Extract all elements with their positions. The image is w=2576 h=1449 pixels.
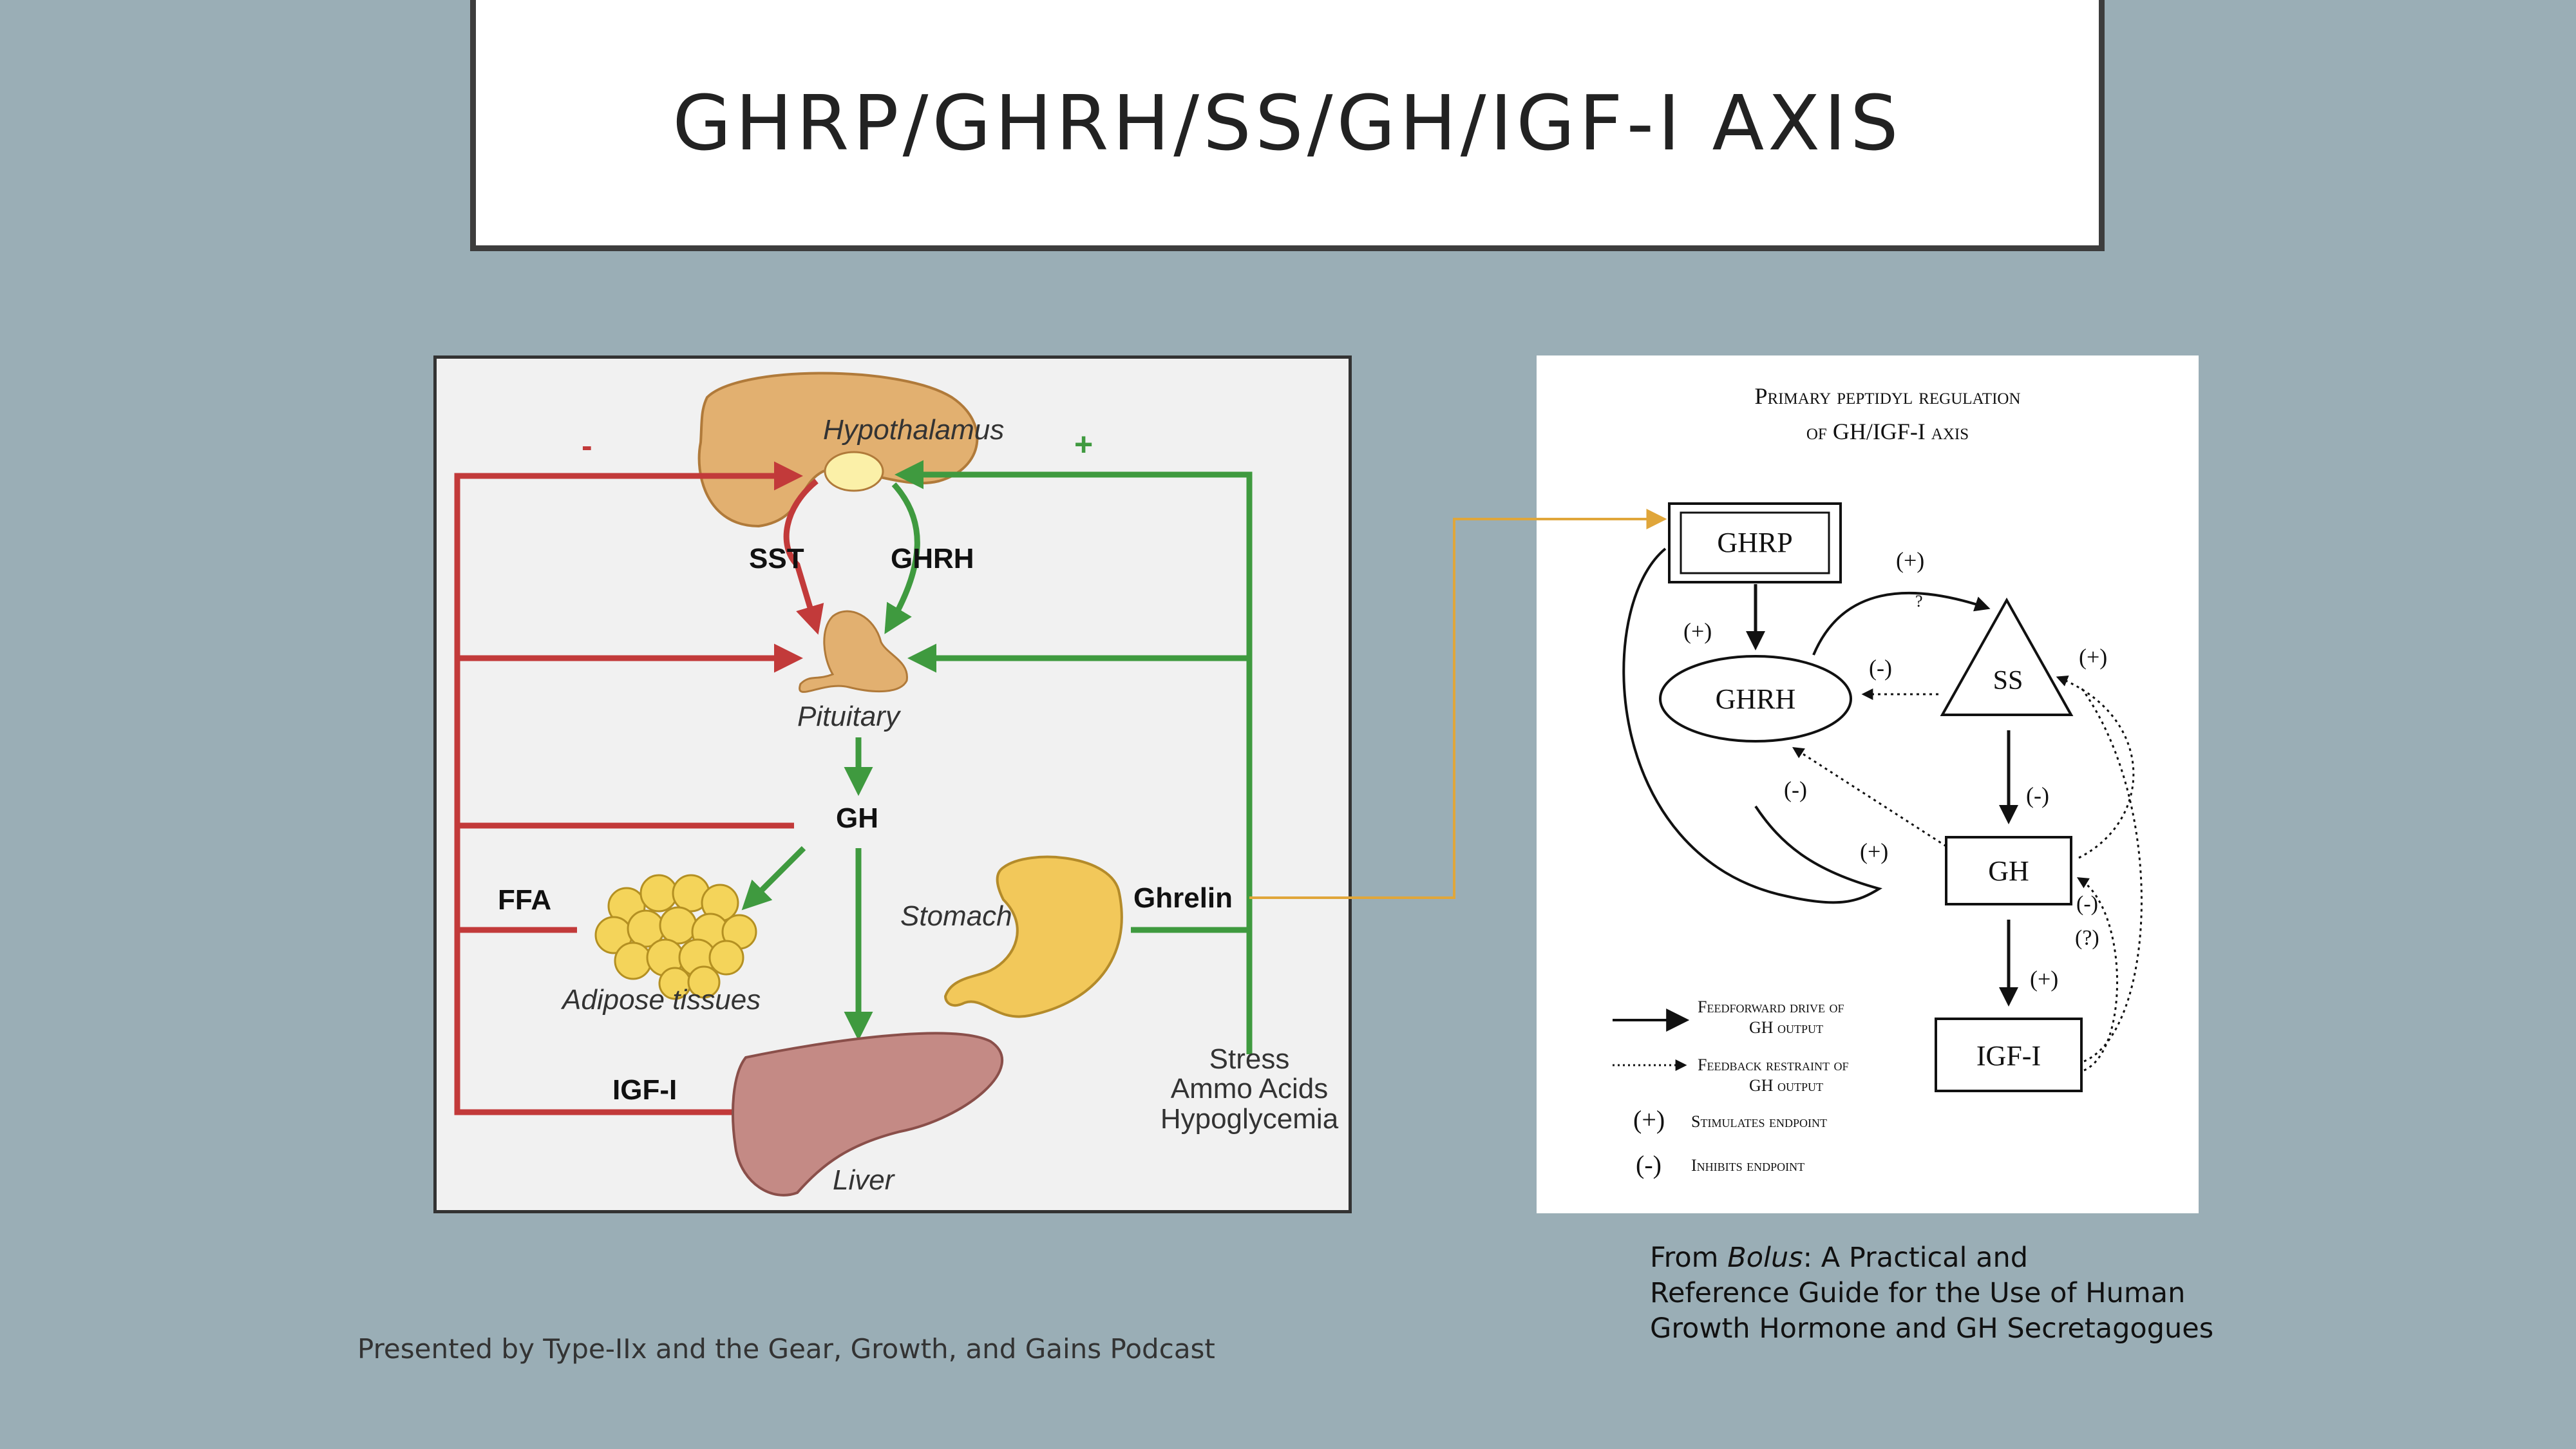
legend-plus-symbol: (+) <box>1633 1105 1665 1134</box>
plus-sign: + <box>1074 426 1093 462</box>
igf-gh-sign: (-) <box>2076 892 2098 916</box>
hypothalamus-label: Hypothalamus <box>823 414 1004 446</box>
gh-ss-sign: (+) <box>2079 644 2107 670</box>
source-book: Bolus <box>1727 1242 1803 1274</box>
minus-sign: - <box>582 428 592 464</box>
legend-feedforward-2: GH output <box>1749 1018 1823 1037</box>
sst-arrow <box>783 478 824 635</box>
ghrh-node-label: GHRH <box>1716 683 1796 715</box>
gh-igf-sign: (+) <box>2030 966 2058 992</box>
igf-to-gh-feedback <box>2076 877 2118 1072</box>
amino-label: Ammo Acids <box>1171 1073 1329 1104</box>
gh-to-ghrh-feedback <box>1792 747 1947 848</box>
legend-feedback-2: GH output <box>1749 1076 1823 1095</box>
gh-to-ss-feedback <box>2056 676 2135 859</box>
ffa-label: FFA <box>498 884 551 916</box>
legend-stimulates: Stimulates endpoint <box>1691 1112 1827 1131</box>
igf-box <box>1935 1018 2083 1092</box>
stomach-label: Stomach <box>900 900 1012 932</box>
ss-label: SS <box>1993 666 2023 696</box>
ghrelin-label: Ghrelin <box>1133 882 1233 914</box>
ghrh-arrow <box>884 482 920 634</box>
adipose-cluster <box>594 874 757 1000</box>
gh-box <box>1945 836 2072 905</box>
legend-inhibits: Inhibits endpoint <box>1691 1156 1804 1175</box>
presenter-credit: Presented by Type-IIx and the Gear, Grow… <box>357 1333 1215 1365</box>
ghrp-gh-sign: (+) <box>1860 838 1888 864</box>
source-line2: Reference Guide for the Use of Human <box>1650 1277 2186 1309</box>
stomach-shape <box>943 855 1123 1018</box>
adipose-label: Adipose tissues <box>560 984 761 1016</box>
ss-gh-sign: (-) <box>2026 782 2049 808</box>
gh-to-adipose-arrow <box>741 846 806 911</box>
red-feedback-line <box>454 461 803 1115</box>
pituitary-label: Pituitary <box>797 701 902 732</box>
title-box: GHRP/GHRH/SS/GH/IGF-I AXIS <box>470 0 2105 251</box>
pituitary-shape <box>799 610 908 693</box>
ss-triangle <box>1940 597 2074 716</box>
gh-node-label: GH <box>1988 855 2029 887</box>
hypothalamus-shape <box>697 372 979 528</box>
liver-label: Liver <box>833 1164 896 1196</box>
igf-gh-question: (?) <box>2075 926 2099 950</box>
right-diagram-panel: Primary peptidyl regulation of GH/IGF-I … <box>1537 355 2199 1213</box>
ghrh-label: GHRH <box>891 543 974 574</box>
source-line1-rest: : A Practical and <box>1803 1242 2029 1274</box>
hypothalamus-nucleus <box>824 451 884 492</box>
ghrp-box-outer <box>1668 502 1842 583</box>
source-line3: Growth Hormone and GH Secretagogues <box>1650 1312 2214 1345</box>
ghrp-to-ss-arrow <box>1812 591 1991 656</box>
gh-ghrh-sign: (-) <box>1784 777 1807 802</box>
ghrp-ghrh-sign: (+) <box>1683 618 1712 644</box>
legend-feedback-1: Feedback restraint of <box>1698 1056 1848 1074</box>
left-diagram-panel: Hypothalamus Pituitary SST GHRH - + GH <box>433 355 1352 1213</box>
hypoglycemia-label: Hypoglycemia <box>1160 1103 1339 1135</box>
source-prefix: From <box>1650 1242 1728 1274</box>
ghrp-ss-question: ? <box>1915 592 1923 611</box>
sst-label: SST <box>749 543 804 574</box>
right-title-line1: Primary peptidyl regulation <box>1754 383 2020 409</box>
ghrp-ss-sign: (+) <box>1896 547 1924 573</box>
ghrp-label: GHRP <box>1717 527 1792 558</box>
gh-label: GH <box>836 802 878 834</box>
left-diagram: Hypothalamus Pituitary SST GHRH - + GH <box>454 372 1339 1197</box>
igf-node-label: IGF-I <box>1976 1040 2041 1072</box>
ghrp-box-inner <box>1680 511 1830 574</box>
slide-title: GHRP/GHRH/SS/GH/IGF-I AXIS <box>672 78 1902 167</box>
source-citation: From Bolus: A Practical and Reference Gu… <box>1650 1240 2213 1347</box>
right-diagram: Primary peptidyl regulation of GH/IGF-I … <box>1613 383 2143 1179</box>
ss-ghrh-sign: (-) <box>1869 655 1892 681</box>
right-title-line2: of GH/IGF-I axis <box>1806 419 1969 444</box>
ghrp-to-gh-arrow <box>1622 547 1882 904</box>
igf-label: IGF-I <box>612 1074 677 1106</box>
liver-shape <box>732 1032 1004 1197</box>
stress-label: Stress <box>1209 1043 1290 1075</box>
legend-minus-symbol: (-) <box>1636 1150 1662 1179</box>
legend-feedforward-1: Feedforward drive of <box>1698 998 1844 1016</box>
igf-to-ss-feedback <box>2079 687 2143 1063</box>
